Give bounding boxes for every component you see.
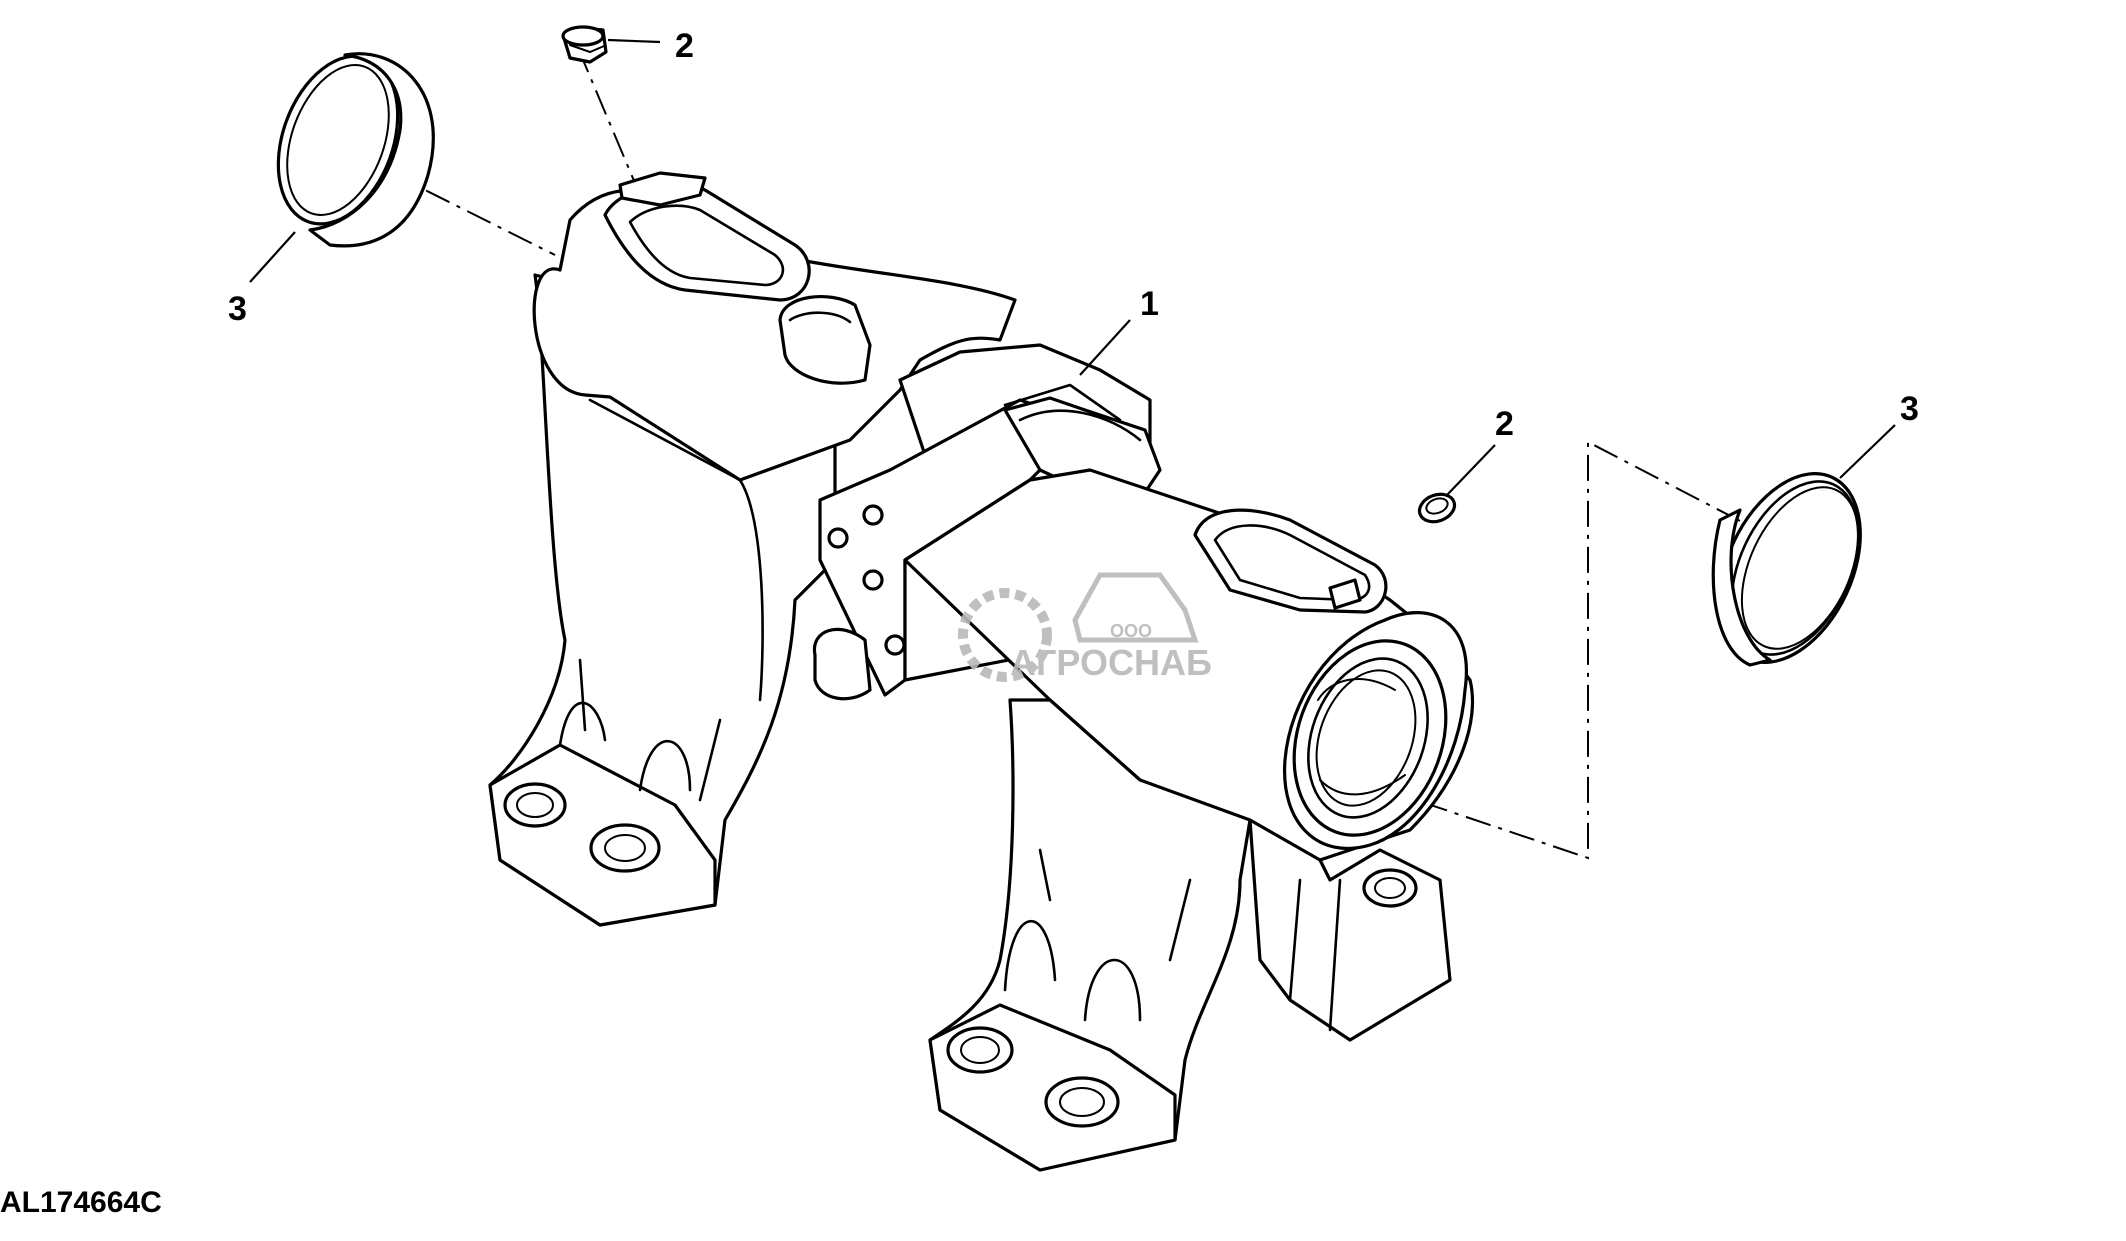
plug-top-part xyxy=(561,25,608,64)
watermark-ooo: ООО xyxy=(1110,621,1152,641)
figure-id: AL174664C xyxy=(0,1186,162,1219)
leader-lines xyxy=(249,38,1896,496)
end-cap-right-part xyxy=(1711,472,1862,667)
callout-cap-left: 3 xyxy=(228,290,247,328)
callouts: 1 2 2 3 3 xyxy=(228,27,1919,443)
watermark-name: АГРОСНАБ xyxy=(1010,642,1212,683)
callout-cap-right: 3 xyxy=(1900,390,1919,428)
callout-housing: 1 xyxy=(1140,285,1159,323)
callout-plug-top: 2 xyxy=(675,27,694,65)
plug-right-part xyxy=(1417,492,1457,524)
callout-plug-right: 2 xyxy=(1495,405,1514,443)
end-cap-left-part xyxy=(276,52,435,248)
watermark-logo: ООО АГРОСНАБ xyxy=(958,572,1212,683)
axle-housing-part xyxy=(488,171,1475,1172)
